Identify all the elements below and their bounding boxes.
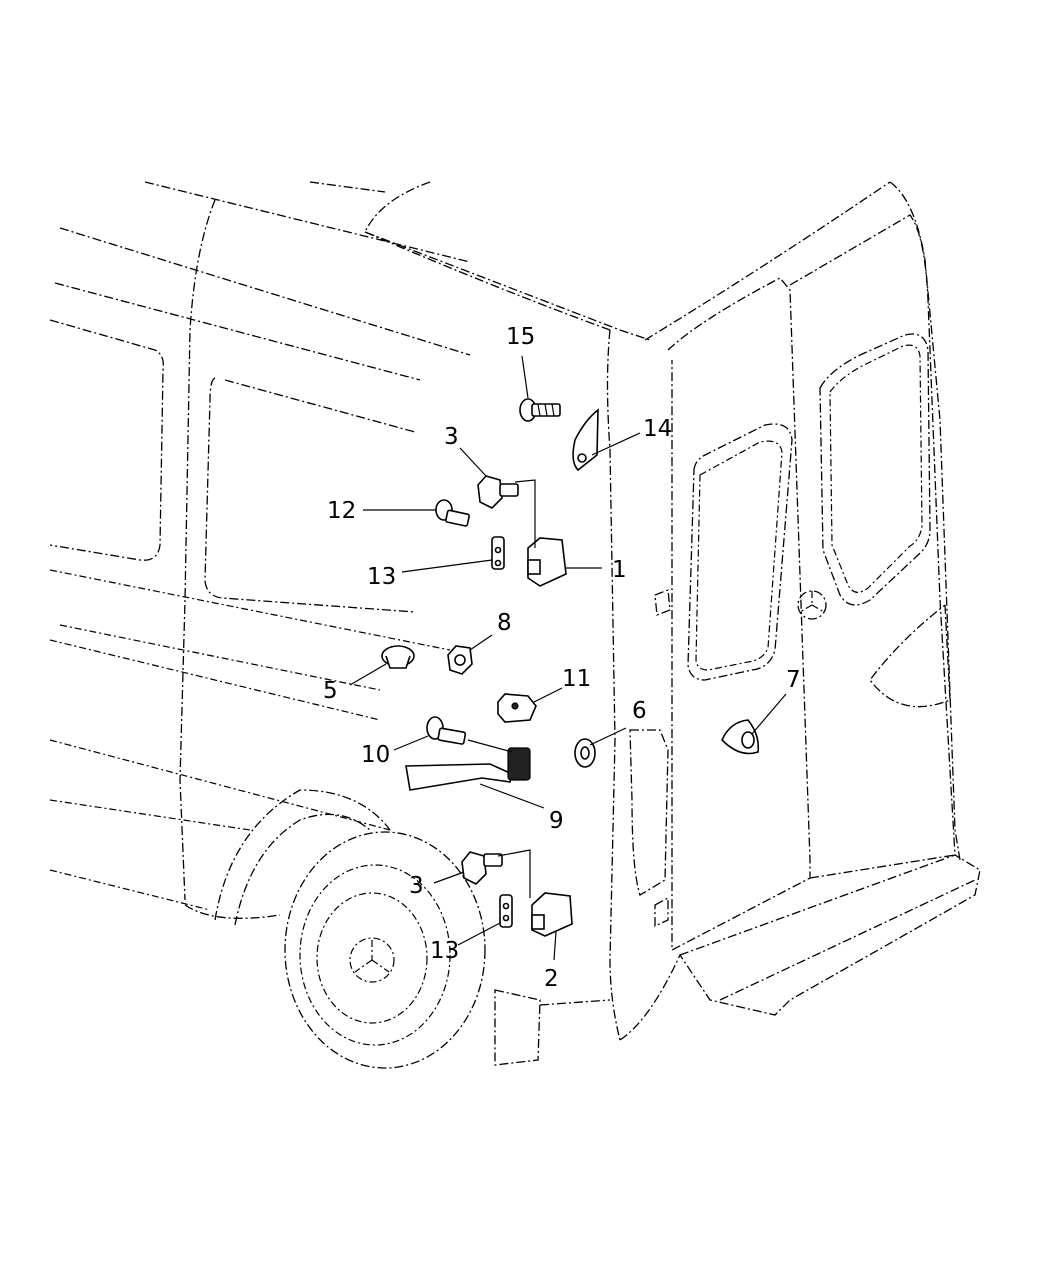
callout-12: 12 — [327, 498, 356, 524]
callout-5: 5 — [323, 678, 338, 704]
callout-14: 14 — [643, 416, 672, 442]
callout-2: 2 — [544, 966, 559, 992]
part-9-strap — [405, 739, 531, 791]
part-11-clip — [497, 693, 537, 723]
part-1-catch-upper — [514, 479, 567, 587]
part-12-bolt — [435, 499, 470, 527]
part-13-plate-upper — [491, 536, 505, 570]
part-3-bolt-lower — [461, 851, 503, 885]
callout-1: 1 — [612, 557, 627, 583]
callout-15: 15 — [506, 324, 535, 350]
callout-13-lower: 13 — [430, 938, 459, 964]
part-7-bumper-stop — [721, 719, 760, 755]
callout-8: 8 — [497, 610, 512, 636]
part-13-plate-lower — [499, 894, 513, 928]
callout-labels: 1 2 3 3 5 6 7 8 9 10 11 12 13 13 14 15 — [323, 324, 801, 992]
part-10-bolt — [426, 716, 467, 745]
part-6-bumper-stop — [574, 738, 596, 768]
part-5-grommet — [381, 645, 415, 669]
callout-3-lower: 3 — [409, 873, 424, 899]
callout-3-upper: 3 — [444, 424, 459, 450]
callout-9: 9 — [549, 808, 564, 834]
callout-6: 6 — [632, 698, 647, 724]
callout-11: 11 — [562, 666, 591, 692]
part-8-nut — [447, 645, 473, 675]
leader-lines — [349, 355, 787, 961]
part-15-bolt — [519, 398, 561, 422]
callout-13-upper: 13 — [367, 564, 396, 590]
part-3-bolt-upper — [477, 475, 519, 509]
callout-7: 7 — [786, 667, 801, 693]
part-2-catch-lower — [497, 849, 573, 937]
callout-10: 10 — [361, 742, 390, 768]
part-14-bracket — [572, 408, 599, 472]
van-outline — [49, 181, 981, 1069]
